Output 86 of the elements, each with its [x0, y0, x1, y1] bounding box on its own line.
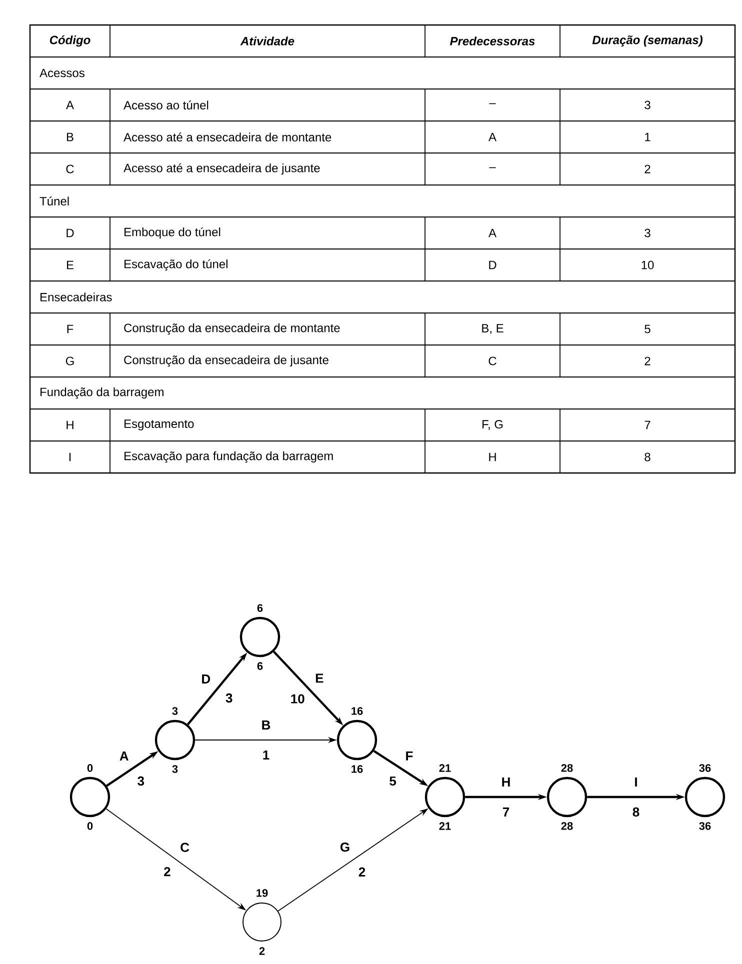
table-cell: Esgotamento — [124, 420, 194, 430]
group-label: Ensecadeiras — [40, 292, 112, 302]
event-circle — [684, 776, 726, 818]
duration-label: 10 — [291, 694, 304, 704]
event-time: 0 — [87, 764, 93, 772]
table-cell: Escavação para fundação da barragem — [124, 451, 333, 463]
table-cell: 7 — [644, 420, 650, 430]
table-cell: Acesso ao túnel — [124, 100, 208, 110]
event-time: 2 — [259, 947, 265, 955]
table-cell: H — [489, 452, 496, 462]
duration-label: 7 — [502, 808, 510, 816]
edge-label: G — [340, 842, 350, 852]
table-cell: A — [488, 228, 496, 238]
event-time: 3 — [172, 765, 178, 773]
event-time: 6 — [257, 662, 263, 670]
table-cell: 2 — [644, 356, 650, 366]
group-label: Fundação da barragem — [40, 387, 164, 399]
table-cell: C — [488, 356, 496, 366]
table-cell: D — [66, 228, 74, 238]
event-circle — [424, 776, 466, 818]
event-circle — [240, 616, 280, 658]
event-time: 28 — [561, 822, 573, 830]
event-circle — [70, 776, 110, 818]
header-cell: Duração (semanas) — [592, 35, 702, 47]
table-cell: 3 — [644, 100, 650, 110]
header-cell: Código — [50, 35, 90, 47]
table-cell: Acesso até a ensecadeira de jusante — [124, 163, 320, 175]
edge-label: C — [180, 842, 190, 852]
table-cell: Construção da ensecadeira de montante — [124, 323, 340, 335]
table-cell: Escavação do túnel — [124, 259, 228, 271]
duration-label: 1 — [263, 750, 270, 760]
event-time: 36 — [699, 822, 711, 830]
header-cell: Atividade — [240, 36, 294, 46]
table-cell: F — [67, 324, 74, 334]
event-time: 0 — [87, 822, 93, 830]
event-circle — [336, 720, 378, 760]
duration-label: 2 — [164, 867, 170, 876]
edge-label: D — [202, 674, 210, 684]
event-time: 16 — [352, 765, 363, 773]
event-circle — [242, 902, 282, 942]
duration-label: 8 — [632, 807, 640, 817]
table-cell: B, E — [482, 324, 504, 334]
table-cell: 8 — [644, 452, 650, 462]
event-circle — [154, 720, 196, 760]
duration-label: 3 — [138, 776, 144, 786]
table-cell: 10 — [642, 260, 654, 270]
event-time: 19 — [256, 889, 268, 897]
edge-label: F — [406, 751, 413, 760]
table-cell: D — [489, 260, 496, 270]
table-cell: E — [66, 260, 74, 270]
header-cell: Predecessoras — [450, 36, 535, 46]
event-time: 21 — [439, 822, 451, 830]
edge-label: H — [502, 778, 510, 786]
table-cell: 3 — [644, 228, 650, 238]
table-cell: 5 — [644, 324, 650, 334]
table-cell: A — [488, 132, 496, 142]
table-cell: 2 — [644, 164, 650, 174]
edge-label: I — [635, 778, 637, 786]
edge-label: A — [120, 752, 128, 760]
table-cell: – — [489, 103, 496, 104]
table-cell: Acesso até a ensecadeira de montante — [124, 132, 332, 142]
edge-label: B — [262, 720, 270, 730]
duration-label: 2 — [358, 867, 366, 876]
table-cell: G — [66, 356, 74, 366]
table-cell: H — [66, 420, 74, 430]
group-label: Túnel — [40, 196, 69, 206]
table-cell: B — [66, 132, 74, 142]
table-cell: 1 — [645, 132, 650, 142]
event-time: 3 — [172, 707, 178, 715]
table-cell: Emboque do túnel — [124, 227, 220, 239]
edge-label: E — [316, 674, 324, 683]
duration-label: 5 — [390, 776, 396, 786]
table-cell: F, G — [482, 420, 503, 430]
event-time: 6 — [257, 604, 263, 612]
duration-label: 3 — [226, 693, 232, 703]
event-time: 16 — [352, 707, 363, 715]
table-cell: C — [66, 164, 74, 174]
table-cell: Construção da ensecadeira de jusante — [124, 355, 328, 367]
table-cell: – — [489, 167, 496, 168]
event-time: 21 — [439, 764, 451, 772]
table-cell: A — [66, 100, 74, 110]
event-circle — [546, 776, 588, 818]
event-time: 28 — [561, 764, 573, 772]
table-cell: I — [69, 452, 71, 462]
event-time: 36 — [699, 764, 711, 772]
group-label: Acessos — [40, 68, 84, 78]
